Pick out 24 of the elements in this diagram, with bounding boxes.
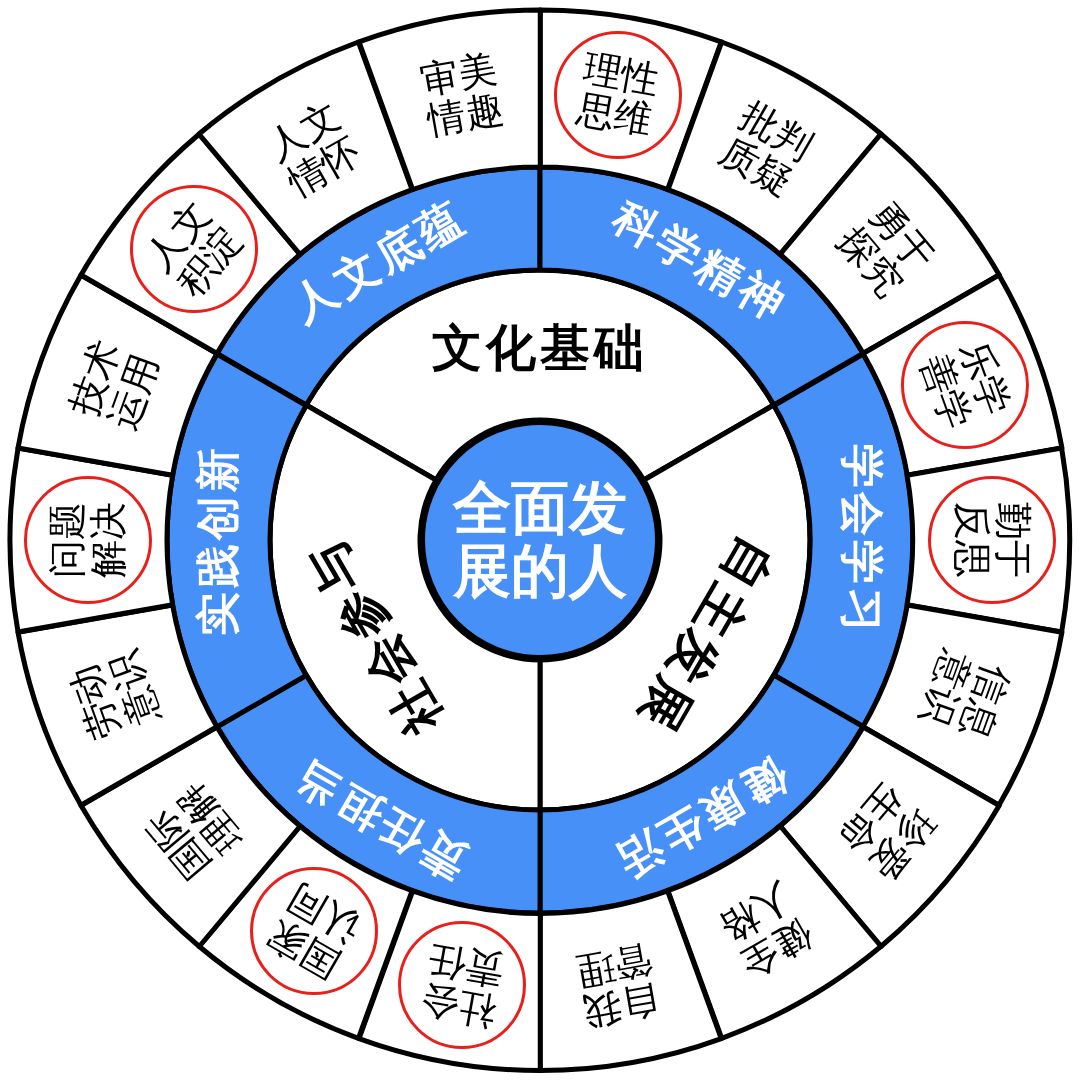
- segment-label: 乐学善学: [912, 334, 1017, 438]
- segment-label: 问题解决: [46, 501, 130, 580]
- band-label: 学会学习: [838, 444, 886, 636]
- sector-label: 自主发展: [628, 528, 784, 744]
- segment-label: 审美情趣: [415, 47, 508, 143]
- segment-label: 珍爱生命: [829, 773, 944, 888]
- segment-label: 自我管理: [572, 937, 665, 1033]
- segment-label: 批判质疑: [711, 93, 822, 205]
- segment-label: 勇于探究: [829, 192, 944, 307]
- segment-label: 人文积淀: [136, 192, 251, 307]
- segment-label: 健全人格: [711, 875, 822, 987]
- band-label: 实践创新: [194, 444, 242, 636]
- sector-label: 社会参与: [296, 528, 452, 744]
- segment-label: 勤于反思: [950, 501, 1033, 580]
- segment-label: 理性思维: [572, 47, 665, 143]
- segment-label: 信息意识: [912, 643, 1017, 747]
- segment-label: 技术运用: [63, 334, 168, 438]
- segment-label: 劳动意识: [63, 643, 168, 747]
- sector-label: 文化基础: [432, 321, 648, 375]
- segment-label: 人文情怀: [258, 93, 369, 205]
- segment-label: 国家认同: [258, 875, 369, 987]
- segment-label: 国际理解: [136, 773, 251, 888]
- center-label: 全面发展的人: [451, 477, 628, 603]
- segment-label: 社会责任: [415, 937, 508, 1033]
